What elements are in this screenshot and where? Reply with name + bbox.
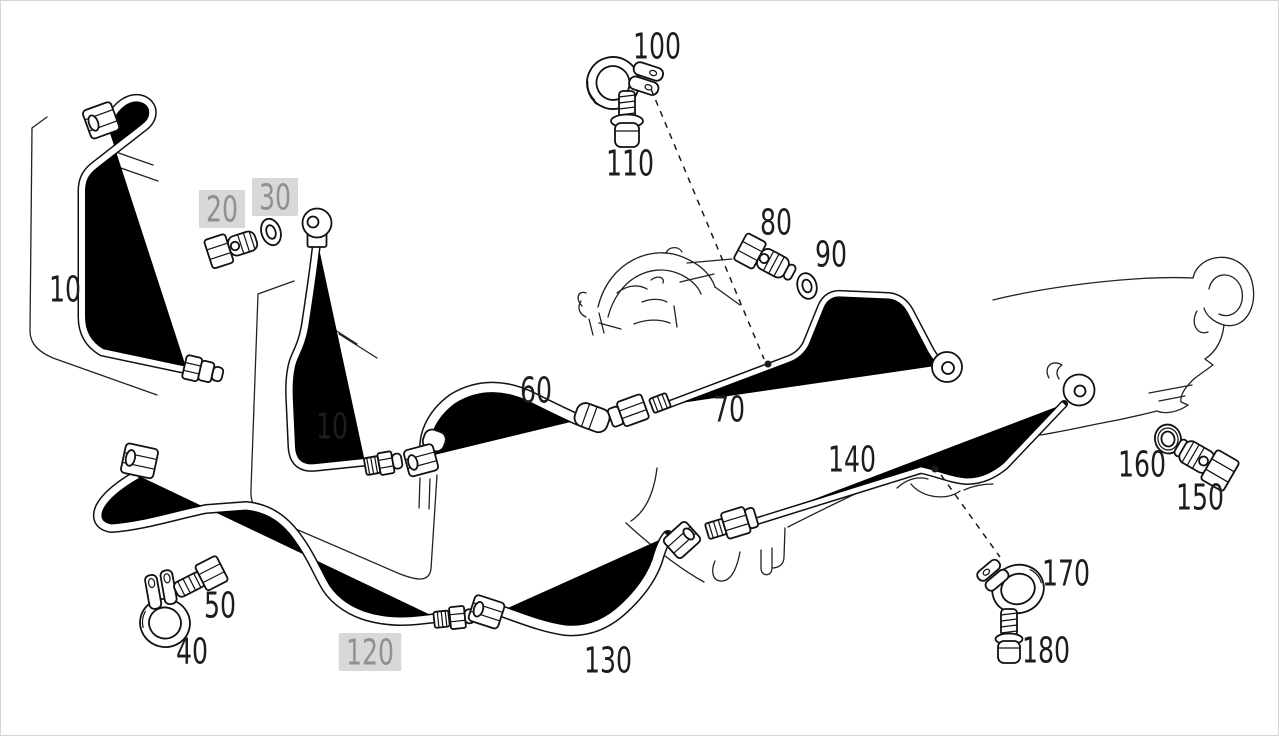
fitting-pipe120-end	[432, 605, 476, 630]
banjo-bolt-80	[733, 232, 797, 281]
callout-number: 70	[713, 389, 745, 431]
callout-10[interactable]: 10	[316, 406, 348, 448]
union-nut-hose130-right	[662, 521, 702, 559]
callout-110[interactable]: 110	[606, 143, 654, 185]
leader-lines	[650, 88, 1001, 558]
seal-ring-90	[796, 272, 818, 300]
callout-50[interactable]: 50	[204, 585, 236, 627]
leader-dashed-line	[650, 88, 765, 360]
callout-number: 140	[828, 439, 876, 481]
callout-80[interactable]: 80	[760, 202, 792, 244]
union-nut-pipe120	[120, 442, 159, 480]
seal-ring-160	[1154, 423, 1182, 455]
callout-number: 130	[584, 640, 632, 682]
callout-180[interactable]: 180	[1022, 630, 1070, 672]
union-nut-hose130-left	[467, 594, 506, 630]
callout-60[interactable]: 60	[520, 370, 552, 412]
radiator-sketch-left	[29, 116, 159, 396]
screw-110	[610, 90, 644, 148]
callout-40[interactable]: 40	[176, 631, 208, 673]
seal-ring-30	[260, 217, 282, 247]
callout-number: 180	[1022, 630, 1070, 672]
callout-highlight-box	[199, 190, 245, 228]
callout-number: 160	[1118, 444, 1166, 486]
callout-number: 50	[204, 585, 236, 627]
callout-10[interactable]: 10	[49, 269, 81, 311]
screw-180	[994, 608, 1024, 664]
callout-number: 30	[259, 177, 291, 219]
callout-160[interactable]: 160	[1118, 444, 1166, 486]
union-nut-60-70	[607, 393, 650, 428]
callout-170[interactable]: 170	[1042, 553, 1090, 595]
engine-sketch	[577, 246, 741, 336]
callout-120[interactable]: 120	[338, 632, 402, 674]
banjo-eye-pipe70	[931, 351, 963, 383]
leader-dashed-line	[940, 474, 1001, 558]
callout-number: 60	[520, 370, 552, 412]
callout-number: 100	[633, 26, 681, 68]
callout-number: 10	[49, 269, 81, 311]
leader-dot	[931, 465, 939, 473]
callout-number: 40	[176, 631, 208, 673]
callout-140[interactable]: 140	[828, 439, 876, 481]
callout-150[interactable]: 150	[1176, 477, 1224, 519]
callout-20[interactable]: 20	[199, 189, 245, 231]
fitting-pipe10-left-end	[181, 354, 225, 383]
crimp-fitting-hose60-end	[573, 402, 611, 434]
callout-number: 170	[1042, 553, 1090, 595]
callout-30[interactable]: 30	[252, 177, 298, 219]
callout-number: 150	[1176, 477, 1224, 519]
banjo-bolt-150	[1173, 438, 1240, 492]
fitting-pipe140-left	[704, 506, 759, 540]
callout-number: 110	[606, 143, 654, 185]
pipe-clamp-170	[976, 558, 1045, 615]
callout-number: 90	[815, 234, 847, 276]
pipe-clamp-40	[139, 569, 191, 648]
screw-50	[173, 555, 229, 598]
callout-70[interactable]: 70	[713, 389, 745, 431]
elbow-fitting-hose60	[403, 428, 447, 478]
callout-number: 120	[346, 632, 394, 674]
callout-100[interactable]: 100	[633, 26, 681, 68]
callout-number: 10	[316, 406, 348, 448]
banjo-eye-pipe140	[1062, 373, 1096, 407]
callout-highlight-box	[338, 633, 402, 671]
fitting-pipe10-middle-end	[363, 450, 404, 476]
callout-highlight-box	[252, 178, 298, 216]
threads-pipe70	[648, 392, 672, 414]
union-nut-pipe10-middle-eye	[301, 207, 333, 248]
callout-90[interactable]: 90	[815, 234, 847, 276]
callout-number: 20	[206, 189, 238, 231]
leader-dot	[764, 360, 772, 368]
union-nut-pipe10-left	[82, 101, 121, 140]
callout-130[interactable]: 130	[584, 640, 632, 682]
banjo-bolt-20	[203, 230, 259, 270]
callout-number: 80	[760, 202, 792, 244]
